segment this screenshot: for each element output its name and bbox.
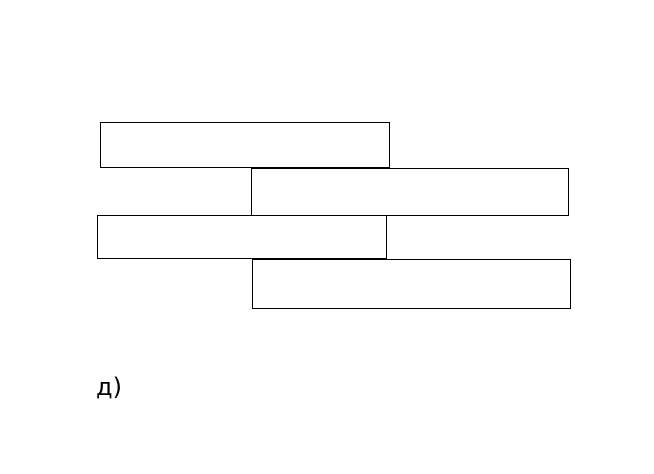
brick-block-2 <box>251 168 569 216</box>
brick-block-4 <box>252 259 571 309</box>
brick-block-3 <box>97 215 387 259</box>
brick-block-1 <box>100 122 390 168</box>
figure-caption: д) <box>96 373 122 401</box>
